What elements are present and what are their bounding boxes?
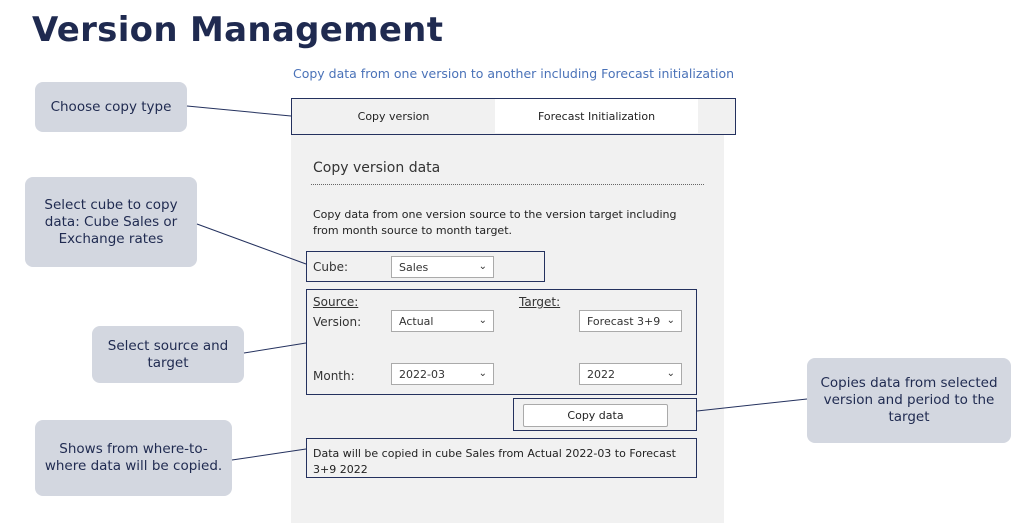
info-highlight-box: [306, 438, 697, 478]
chevron-down-icon: ⌄: [666, 315, 675, 326]
cube-highlight-box: [306, 251, 545, 282]
target-version-select[interactable]: Forecast 3+9 ⌄: [579, 310, 682, 332]
callout-cube: Select cube to copy data: Cube Sales or …: [25, 177, 197, 267]
target-month-select[interactable]: 2022 ⌄: [579, 363, 682, 385]
tab-forecast-initialization[interactable]: Forecast Initialization: [495, 99, 698, 133]
source-version-select[interactable]: Actual ⌄: [391, 310, 494, 332]
version-label: Version:: [313, 315, 362, 329]
cube-select[interactable]: Sales ⌄: [391, 256, 494, 278]
cube-select-value: Sales: [399, 260, 429, 274]
chevron-down-icon: ⌄: [478, 261, 487, 272]
page-subtitle: Copy data from one version to another in…: [293, 66, 735, 81]
chevron-down-icon: ⌄: [666, 368, 675, 379]
copy-button-highlight-box: [513, 398, 697, 431]
target-month-value: 2022: [587, 367, 615, 381]
callout-copy-type: Choose copy type: [35, 82, 187, 132]
chevron-down-icon: ⌄: [478, 368, 487, 379]
source-heading: Source:: [313, 295, 359, 309]
source-version-value: Actual: [399, 314, 434, 328]
copy-data-button[interactable]: Copy data: [523, 404, 668, 427]
source-month-select[interactable]: 2022-03 ⌄: [391, 363, 494, 385]
callout-where-to: Shows from where-to-where data will be c…: [35, 420, 232, 496]
page-title: Version Management: [32, 10, 444, 50]
copy-info-text: Data will be copied in cube Sales from A…: [313, 447, 676, 476]
source-target-highlight-box: [306, 289, 697, 395]
tab-copy-version[interactable]: Copy version: [292, 99, 495, 133]
section-title: Copy version data: [313, 160, 441, 176]
target-heading: Target:: [519, 295, 561, 309]
callout-source-target: Select source and target: [92, 326, 244, 383]
chevron-down-icon: ⌄: [478, 315, 487, 326]
section-description: Copy data from one version source to the…: [313, 208, 677, 237]
cube-label: Cube:: [313, 260, 349, 274]
month-label: Month:: [313, 369, 355, 383]
connector-copy-type: [186, 105, 292, 117]
source-month-value: 2022-03: [399, 367, 445, 381]
tab-bar: Copy version Forecast Initialization: [291, 98, 736, 135]
target-version-value: Forecast 3+9: [587, 314, 661, 328]
callout-copies: Copies data from selected version and pe…: [807, 358, 1011, 443]
section-divider: [311, 184, 704, 185]
connector-cube: [196, 223, 307, 265]
